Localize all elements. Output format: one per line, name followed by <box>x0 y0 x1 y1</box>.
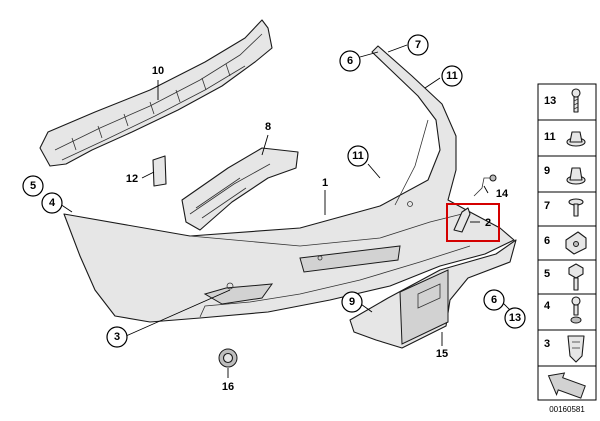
svg-text:11: 11 <box>446 70 458 82</box>
clip-nut-icon <box>566 131 586 147</box>
svg-text:10: 10 <box>152 65 164 77</box>
callout-1: 1 <box>322 177 328 189</box>
svg-text:15: 15 <box>436 348 448 360</box>
legend-item-11: 11 <box>544 131 586 147</box>
spring-nut-icon <box>565 231 587 255</box>
direction-arrow-icon <box>547 372 586 399</box>
washer-screw-icon <box>568 198 584 217</box>
svg-text:16: 16 <box>222 381 234 393</box>
svg-text:1: 1 <box>322 177 328 189</box>
callout-15: 15 <box>436 348 448 360</box>
legend-item-5: 5 <box>544 263 584 291</box>
callout-14: 14 <box>496 188 509 200</box>
svg-text:3: 3 <box>114 331 120 343</box>
cover-cap-part <box>453 207 471 233</box>
legend-item-9: 9 <box>544 165 586 185</box>
callout-5: 5 <box>22 175 44 197</box>
svg-text:4: 4 <box>544 300 551 312</box>
svg-text:4: 4 <box>49 197 56 209</box>
svg-text:7: 7 <box>544 200 550 212</box>
license-plate-base-part <box>349 239 517 349</box>
callout-8: 8 <box>265 121 271 133</box>
svg-text:6: 6 <box>347 55 353 67</box>
svg-text:3: 3 <box>544 338 550 350</box>
svg-text:11: 11 <box>352 150 364 162</box>
expanding-nut-icon <box>566 167 586 185</box>
callout-4: 4 <box>41 192 63 214</box>
legend-item-4: 4 <box>544 296 582 324</box>
svg-text:11: 11 <box>544 131 556 143</box>
bolt-icon <box>570 296 582 324</box>
legend-item-3: 3 <box>544 335 585 363</box>
svg-text:7: 7 <box>415 39 421 51</box>
svg-text:14: 14 <box>496 188 509 200</box>
svg-text:8: 8 <box>265 121 271 133</box>
grommet-part <box>218 348 238 368</box>
callout-11-right: 11 <box>441 65 463 87</box>
clip-icon <box>567 335 585 363</box>
svg-text:12: 12 <box>126 173 138 185</box>
callout-16: 16 <box>222 381 234 393</box>
screw-icon <box>571 88 581 113</box>
carrier-bar-part <box>39 19 273 167</box>
callout-6-bottom: 6 <box>483 289 505 311</box>
drawing-number: 00160581 <box>549 405 585 414</box>
callout-3: 3 <box>106 326 128 348</box>
small-clip-part <box>152 155 167 187</box>
bumper-panel-part <box>63 45 515 323</box>
svg-text:9: 9 <box>349 296 355 308</box>
fastener-legend: 13 11 9 7 <box>537 83 597 401</box>
svg-text:13: 13 <box>509 312 521 324</box>
legend-item-13: 13 <box>544 88 581 113</box>
callout-9: 9 <box>341 291 363 313</box>
svg-text:2: 2 <box>485 217 491 229</box>
callout-11-center: 11 <box>347 145 369 167</box>
callout-6-top: 6 <box>339 50 361 72</box>
svg-text:5: 5 <box>544 268 550 280</box>
hex-screw-icon <box>568 263 584 291</box>
legend-item-6: 6 <box>544 231 587 255</box>
guide-bracket-part <box>181 147 299 231</box>
svg-text:5: 5 <box>30 180 36 192</box>
callout-10: 10 <box>152 65 164 77</box>
svg-text:13: 13 <box>544 95 556 107</box>
legend-item-7: 7 <box>544 198 584 217</box>
callout-13: 13 <box>504 307 526 329</box>
svg-text:6: 6 <box>491 294 497 306</box>
svg-text:6: 6 <box>544 235 550 247</box>
callout-2: 2 <box>446 203 500 242</box>
svg-text:9: 9 <box>544 165 550 177</box>
callout-7: 7 <box>407 34 429 56</box>
callout-12: 12 <box>126 173 138 185</box>
wire-part <box>473 174 497 197</box>
